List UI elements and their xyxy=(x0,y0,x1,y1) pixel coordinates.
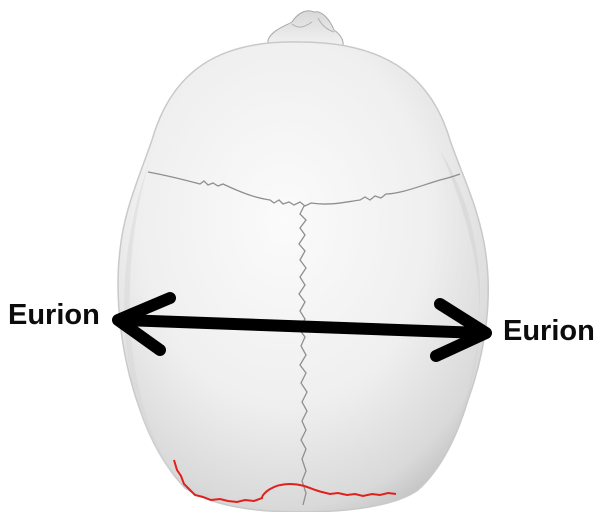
eurion-label-right: Eurion xyxy=(503,314,595,348)
facial-bones xyxy=(268,11,343,46)
eurion-label-left: Eurion xyxy=(8,298,100,332)
skull-shape xyxy=(118,42,488,512)
